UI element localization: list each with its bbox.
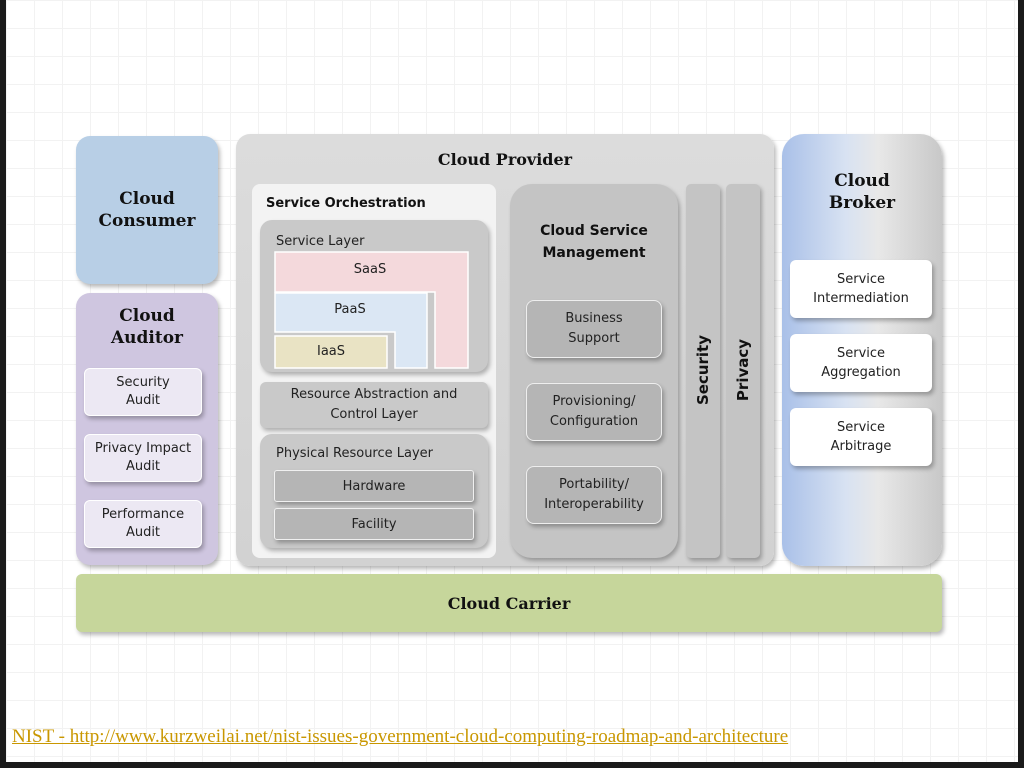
saas-shape [274, 251, 469, 369]
service-orchestration-box: Service Orchestration Service Layer SaaS… [252, 184, 496, 558]
service-stack-diagram [274, 251, 469, 369]
provisioning-configuration-label: Provisioning/ Configuration [549, 394, 639, 429]
cloud-auditor-box: Cloud Auditor Security Audit Privacy Imp… [76, 293, 218, 565]
service-intermediation-label: Service Intermediation [813, 272, 909, 306]
performance-audit-label: Performance Audit [101, 507, 185, 540]
service-intermediation-box: Service Intermediation [790, 260, 932, 318]
performance-audit-box: Performance Audit [84, 500, 202, 548]
security-bar: Security [686, 184, 720, 558]
cloud-consumer-box: Cloud Consumer [76, 136, 218, 284]
hardware-box: Hardware [274, 470, 474, 502]
iaas-label: IaaS [316, 344, 346, 359]
security-audit-label: Security Audit [116, 375, 170, 408]
cloud-broker-box: Cloud Broker Service Intermediation Serv… [782, 134, 942, 566]
saas-label: SaaS [353, 262, 387, 277]
service-aggregation-box: Service Aggregation [790, 334, 932, 392]
cloud-carrier-box: Cloud Carrier [76, 574, 942, 632]
security-audit-box: Security Audit [84, 368, 202, 416]
hardware-label: Hardware [342, 478, 406, 494]
cloud-provider-title: Cloud Provider [437, 150, 573, 169]
resource-abstraction-label: Resource Abstraction and Control Layer [290, 387, 458, 422]
cloud-service-management-title: Cloud Service Management [540, 223, 648, 261]
cloud-consumer-title: Cloud Consumer [98, 189, 196, 231]
physical-resource-layer-title: Physical Resource Layer [276, 446, 434, 461]
privacy-label: Privacy [734, 338, 752, 402]
paas-label: PaaS [334, 302, 366, 317]
cloud-provider-box: Cloud Provider Service Orchestration Ser… [236, 134, 774, 566]
physical-resource-layer-box: Physical Resource Layer Hardware Facilit… [260, 434, 488, 548]
service-arbitrage-label: Service Arbitrage [830, 420, 892, 454]
security-label: Security [694, 334, 712, 406]
slide: Cloud Consumer Cloud Auditor Security Au… [6, 0, 1018, 762]
portability-interoperability-label: Portability/ Interoperability [544, 477, 644, 512]
privacy-bar: Privacy [726, 184, 760, 558]
business-support-label: Business Support [565, 311, 623, 346]
privacy-impact-audit-box: Privacy Impact Audit [84, 434, 202, 482]
facility-box: Facility [274, 508, 474, 540]
service-orchestration-title: Service Orchestration [266, 196, 426, 211]
portability-interoperability-box: Portability/ Interoperability [526, 466, 662, 524]
cloud-broker-title: Cloud Broker [828, 171, 896, 213]
service-aggregation-label: Service Aggregation [821, 346, 901, 380]
service-layer-box: Service Layer SaaS PaaS IaaS [260, 220, 488, 372]
cloud-carrier-title: Cloud Carrier [447, 593, 571, 613]
paas-shape [274, 292, 428, 369]
business-support-box: Business Support [526, 300, 662, 358]
source-link[interactable]: NIST - http://www.kurzweilai.net/nist-is… [12, 726, 789, 747]
cloud-auditor-title: Cloud Auditor [110, 306, 184, 348]
provisioning-configuration-box: Provisioning/ Configuration [526, 383, 662, 441]
resource-abstraction-box: Resource Abstraction and Control Layer [260, 382, 488, 428]
iaas-shape [274, 335, 388, 369]
service-arbitrage-box: Service Arbitrage [790, 408, 932, 466]
cloud-service-management-box: Cloud Service Management Business Suppor… [510, 184, 678, 558]
facility-label: Facility [351, 516, 397, 532]
service-layer-title: Service Layer [276, 234, 365, 249]
privacy-impact-audit-label: Privacy Impact Audit [94, 441, 192, 474]
